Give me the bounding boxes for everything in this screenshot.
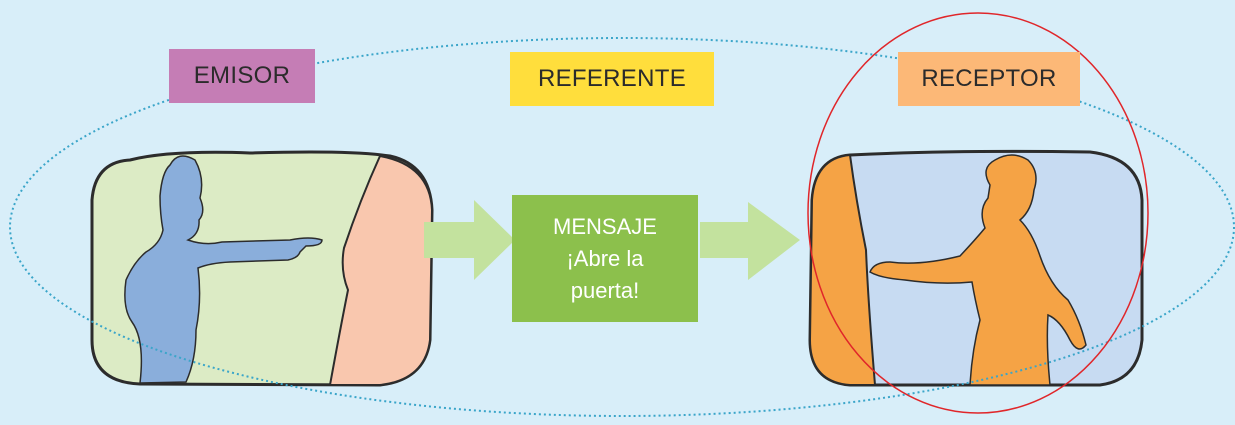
receptor-label: RECEPTOR [898,52,1080,106]
door-shape [328,154,434,386]
mensaje-title: MENSAJE [553,213,657,239]
mensaje-box: MENSAJE ¡Abre la puerta! [512,195,698,322]
woman-opening-door-icon [869,154,1087,386]
receptor-highlight-circle [807,12,1149,414]
emisor-label: EMISOR [169,49,315,103]
receptor-panel [808,149,1144,387]
mensaje-text-line-2: puerta! [570,277,640,303]
referente-label: REFERENTE [510,52,714,106]
receptor-door-shape [808,153,877,386]
communication-ellipse [9,37,1235,417]
arrow-mensaje-to-receptor [700,202,800,280]
mensaje-text-line-1: ¡Abre la [566,245,644,271]
man-pointing-icon [124,155,323,384]
arrow-emisor-to-mensaje [424,200,515,280]
emisor-panel [90,150,434,387]
